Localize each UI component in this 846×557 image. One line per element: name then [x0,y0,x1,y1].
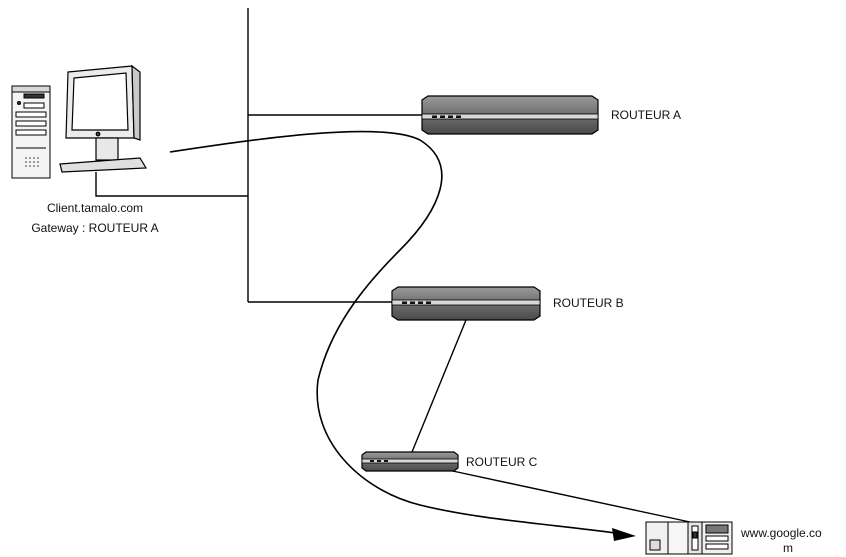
server-label-line2: m [741,541,835,556]
router-a-icon [422,96,598,134]
client-monitor [60,66,146,172]
router-c-label: ROUTEUR C [466,455,537,470]
network-links [96,8,690,522]
router-b-icon [392,287,540,320]
client-tower [12,86,50,178]
packet-path-arrowhead [612,528,636,541]
packet-path-curve [170,132,615,533]
client-computer-icon [12,66,146,178]
router-c-icon [362,452,458,471]
client-hostname-label: Client.tamalo.com [20,201,170,216]
router-a-label: ROUTEUR A [611,108,681,123]
router-b-label: ROUTEUR B [553,296,624,311]
server-label-line1: www.google.co [741,526,822,541]
client-gateway-label: Gateway : ROUTEUR A [20,221,170,236]
server-icon [646,522,732,554]
link-router-b-router-c [412,320,466,452]
link-router-c-server [448,470,690,522]
packet-path [170,132,636,541]
link-client-backbone [96,172,248,196]
